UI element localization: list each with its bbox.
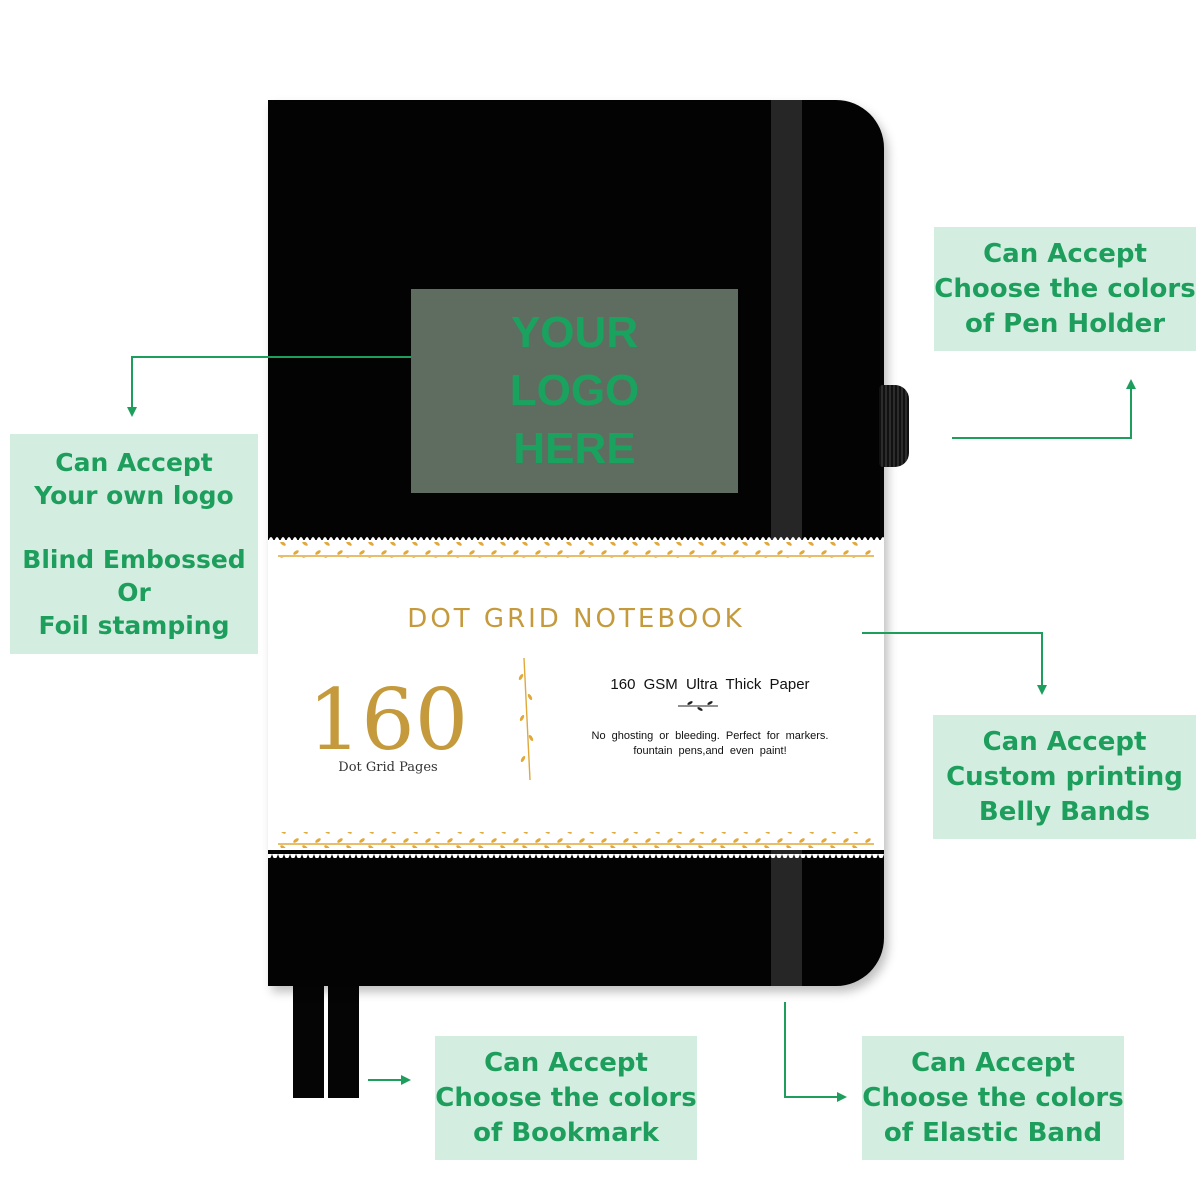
callout-pen-holder-line-2: Choose the colors <box>934 273 1196 304</box>
logo-line-3: HERE <box>513 424 636 473</box>
paper-note-line-1: No ghosting or bleeding. Perfect for mar… <box>591 730 829 742</box>
callout-belly-band-line-3: Belly Bands <box>978 796 1151 827</box>
callout-logo: Can Accept Your own logo Blind Embossed … <box>10 434 258 654</box>
callout-pen-holder-line-1: Can Accept <box>983 238 1147 269</box>
page-count: 160 <box>307 671 469 769</box>
callout-belly-band: Can Accept Custom printing Belly Bands <box>933 715 1196 839</box>
bookmark-ribbon-right <box>328 980 359 1098</box>
arrow-logo <box>127 356 411 417</box>
callout-bookmark-line-2: Choose the colors <box>435 1082 697 1113</box>
arrow-belly-band <box>862 632 1047 695</box>
callout-elastic-band-line-1: Can Accept <box>911 1047 1075 1078</box>
callout-logo-line-1: Can Accept <box>55 448 213 477</box>
callout-belly-band-line-1: Can Accept <box>982 726 1147 757</box>
callout-logo-line-4: Or <box>117 578 151 607</box>
callout-pen-holder: Can Accept Choose the colors of Pen Hold… <box>934 227 1196 351</box>
small-sprig-ornament <box>678 701 718 711</box>
paper-note-line-2: fountain pens,and even paint! <box>633 745 787 757</box>
band-title: DOT GRID NOTEBOOK <box>407 604 745 634</box>
vertical-vine-divider <box>518 657 534 781</box>
arrow-pen-holder <box>952 379 1136 439</box>
callout-elastic-band: Can Accept Choose the colors of Elastic … <box>862 1036 1124 1160</box>
page-count-label: Dot Grid Pages <box>338 760 438 775</box>
callout-bookmark: Can Accept Choose the colors of Bookmark <box>435 1036 697 1160</box>
callout-logo-line-2: Your own logo <box>34 481 234 510</box>
logo-line-1: YOUR <box>510 308 639 357</box>
paper-note: No ghosting or bleeding. Perfect for mar… <box>560 729 860 759</box>
callout-bookmark-line-1: Can Accept <box>484 1047 648 1078</box>
arrow-elastic-band <box>784 1002 847 1102</box>
logo-line-2: LOGO <box>509 366 640 415</box>
callout-bookmark-line-3: of Bookmark <box>473 1117 659 1148</box>
bookmark-ribbon-left <box>293 980 324 1098</box>
callout-logo-line-5: Foil stamping <box>38 611 230 640</box>
paper-spec: 160 GSM Ultra Thick Paper <box>610 676 810 693</box>
callout-elastic-band-line-3: of Elastic Band <box>883 1117 1103 1148</box>
belly-band <box>268 532 884 858</box>
callout-logo-line-3: Blind Embossed <box>22 545 246 574</box>
callout-belly-band-line-2: Custom printing <box>946 761 1183 792</box>
callout-elastic-band-line-2: Choose the colors <box>862 1082 1124 1113</box>
logo-placeholder: YOUR LOGO HERE <box>411 289 738 493</box>
callout-pen-holder-line-3: of Pen Holder <box>964 308 1166 339</box>
pen-holder-loop <box>879 385 909 467</box>
